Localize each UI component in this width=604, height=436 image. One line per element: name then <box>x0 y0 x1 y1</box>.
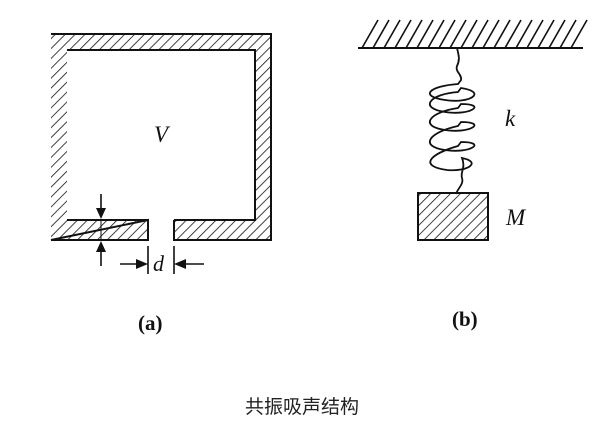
ceiling-hatch-line <box>449 19 467 49</box>
helmholtz-resonator: V d (a) <box>50 33 272 335</box>
cavity-wall-outline <box>50 33 272 241</box>
ceiling-hatch-line <box>427 19 445 49</box>
spring <box>429 47 476 195</box>
mass-label: M <box>505 205 527 230</box>
ceiling-hatch-line <box>515 19 533 49</box>
ceiling-hatch-line <box>383 19 401 49</box>
ceiling-hatch-line <box>405 19 423 49</box>
ceiling-hatch-line <box>504 19 522 49</box>
panel-b-label: (b) <box>452 307 478 331</box>
ceiling-hatch-line <box>372 19 390 49</box>
neck-label: d <box>153 251 165 276</box>
ceiling <box>358 19 588 49</box>
ceiling-hatch-line <box>493 19 511 49</box>
ceiling-hatch-line <box>482 19 500 49</box>
ceiling-hatch-line <box>537 19 555 49</box>
ceiling-hatch-line <box>438 19 456 49</box>
ceiling-hatch-line <box>361 19 379 49</box>
volume-label: V <box>154 122 171 147</box>
spring-label: k <box>505 106 516 131</box>
ceiling-hatch-line <box>416 19 434 49</box>
ceiling-hatch-line <box>471 19 489 49</box>
ceiling-hatch-line <box>460 19 478 49</box>
panel-a-label: (a) <box>138 311 163 335</box>
ceiling-hatch-line <box>394 19 412 49</box>
ceiling-hatch-line <box>548 19 566 49</box>
spring-mass-system: k M (b) <box>358 19 588 331</box>
figure-caption: 共振吸声结构 <box>244 396 359 418</box>
ceiling-hatch-line <box>526 19 544 49</box>
mass-block <box>417 192 489 241</box>
thickness-indicator <box>96 194 106 266</box>
ceiling-hatch-line <box>570 19 588 49</box>
neck-dimension <box>120 246 204 274</box>
ceiling-hatch-line <box>559 19 577 49</box>
